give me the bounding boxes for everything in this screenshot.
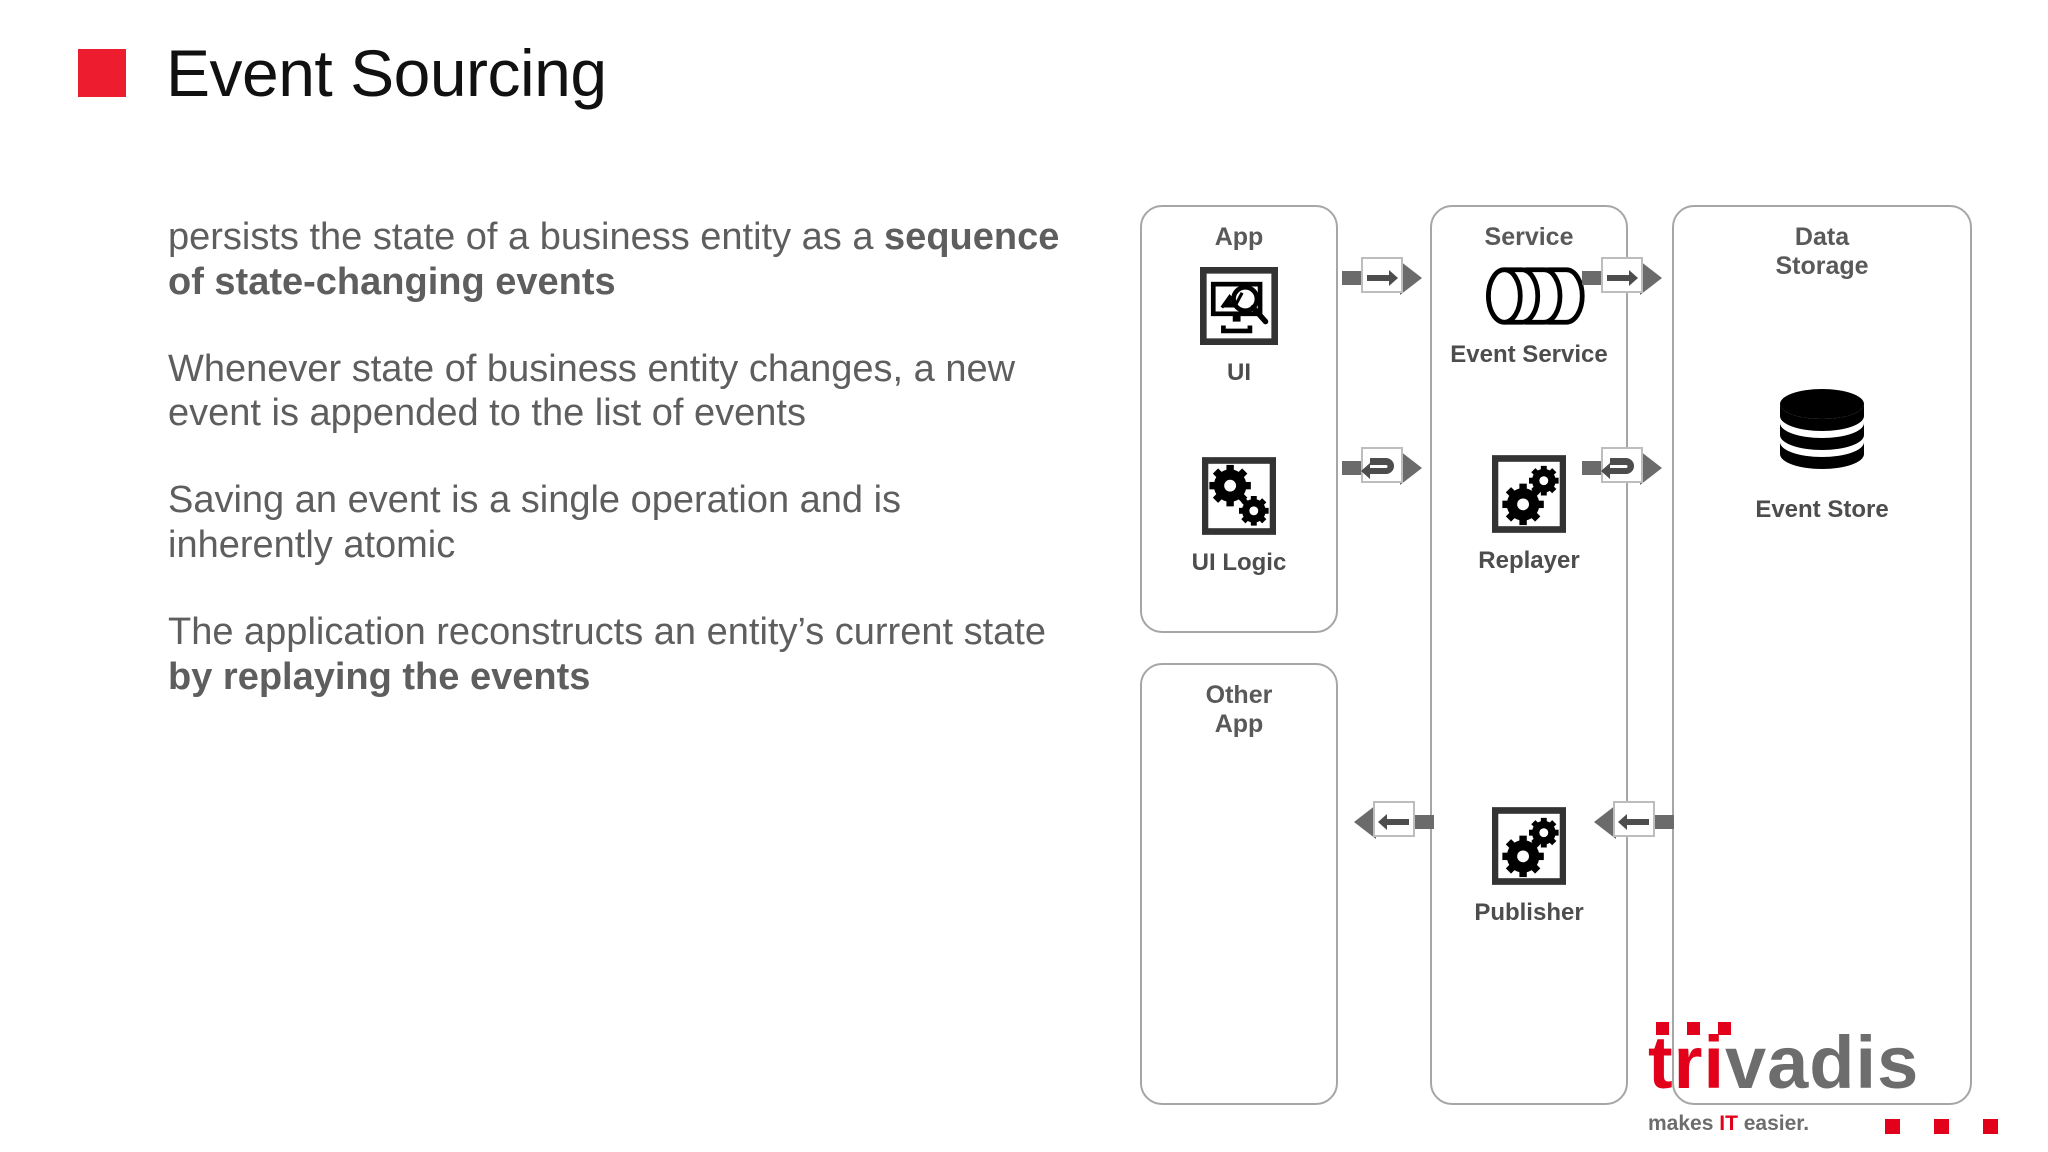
- arrow-replayer-to-event-store: [1582, 446, 1674, 495]
- tagline-after: easier.: [1737, 1112, 1810, 1135]
- node-caption-publisher: Publisher: [1474, 899, 1584, 926]
- logo-wordmark: trivadis: [1648, 1022, 1998, 1100]
- paragraph-4-strong: by replaying the events: [168, 655, 591, 698]
- group-title-app: App: [1214, 223, 1264, 251]
- gears-icon: [1491, 807, 1567, 885]
- logo-accent-squares: [1885, 1119, 1998, 1134]
- node-caption-ui-logic: UI Logic: [1191, 549, 1287, 576]
- bullet-paragraph-4: The application reconstructs an entity’s…: [168, 610, 1068, 700]
- straight-arrow-left-icon: [1378, 814, 1409, 830]
- bullet-paragraph-1: persists the state of a business entity …: [168, 215, 1068, 305]
- arrow-ui-logic-to-replayer: [1342, 446, 1434, 495]
- paragraph-1-lead: persists the state of a business entity …: [168, 216, 885, 258]
- paragraph-4-lead: The application reconstructs an entity’s…: [168, 610, 1046, 653]
- node-publisher: Publisher: [1432, 807, 1626, 926]
- tagline-before: makes: [1648, 1112, 1720, 1135]
- arrow-event-service-to-event-store: [1582, 256, 1674, 305]
- gears-icon: [1201, 457, 1277, 535]
- paragraph-1-strong: sequence of state-changing events: [168, 216, 1060, 303]
- event-stream-icon: [1469, 265, 1589, 327]
- node-replayer: Replayer: [1432, 455, 1626, 574]
- body-copy: persists the state of a business entity …: [168, 215, 1068, 700]
- group-box-app: App UI: [1140, 205, 1338, 633]
- group-title-data-storage: Data Storage: [1775, 223, 1869, 280]
- node-caption-event-service: Event Service: [1450, 341, 1608, 368]
- straight-arrow-right-icon: [1607, 270, 1638, 286]
- title-accent-square: [78, 49, 126, 97]
- logo-dot-i: [1718, 1022, 1731, 1035]
- logo-word-red: tri: [1648, 1021, 1725, 1104]
- logo-square-1: [1885, 1119, 1900, 1134]
- gears-icon: [1491, 455, 1567, 533]
- arrow-publisher-to-other-app: [1342, 800, 1434, 849]
- node-caption-ui: UI: [1227, 359, 1251, 386]
- logo-word-gray: vadis: [1725, 1021, 1920, 1104]
- bullet-paragraph-3: Saving an event is a single operation an…: [168, 478, 1068, 568]
- node-caption-replayer: Replayer: [1478, 547, 1580, 574]
- node-ui: UI: [1142, 266, 1336, 386]
- paragraph-3-lead: Saving an event is a single operation an…: [168, 479, 902, 567]
- group-box-other-app: Other App: [1140, 663, 1338, 1105]
- database-icon: [1769, 382, 1875, 482]
- logo-tagline: makes IT easier.: [1648, 1112, 1998, 1136]
- straight-arrow-right-icon: [1367, 270, 1398, 286]
- loop-arrow-icon: [1361, 458, 1394, 479]
- trivadis-logo: trivadis makes IT easier.: [1648, 1022, 1998, 1136]
- bullet-paragraph-2: Whenever state of business entity change…: [168, 347, 1068, 437]
- logo-square-2: [1934, 1119, 1949, 1134]
- logo-square-3: [1983, 1119, 1998, 1134]
- straight-arrow-left-icon: [1618, 814, 1649, 830]
- group-title-service: Service: [1484, 223, 1574, 251]
- group-box-data-storage: Data Storage Event Store: [1672, 205, 1972, 1105]
- tagline-it: IT: [1719, 1112, 1738, 1135]
- node-event-store: Event Store: [1674, 382, 1970, 523]
- loop-arrow-icon: [1601, 458, 1634, 479]
- arrow-event-store-to-publisher: [1582, 800, 1674, 849]
- node-caption-event-store: Event Store: [1755, 496, 1889, 523]
- group-box-service: Service Event Service: [1430, 205, 1628, 1105]
- logo-dot-r: [1687, 1022, 1700, 1035]
- slide-header: Event Sourcing: [78, 40, 607, 106]
- group-title-other-app: Other App: [1205, 681, 1273, 738]
- page-title: Event Sourcing: [166, 36, 607, 110]
- logo-dot-t: [1656, 1022, 1669, 1035]
- monitor-magnifier-icon: [1199, 266, 1279, 346]
- arrow-ui-to-event-service: [1342, 256, 1434, 305]
- node-ui-logic: UI Logic: [1142, 457, 1336, 576]
- event-sourcing-diagram: App UI: [1130, 180, 1990, 1105]
- node-event-service: Event Service: [1432, 265, 1626, 368]
- paragraph-2-lead: Whenever state of business entity change…: [168, 347, 1016, 435]
